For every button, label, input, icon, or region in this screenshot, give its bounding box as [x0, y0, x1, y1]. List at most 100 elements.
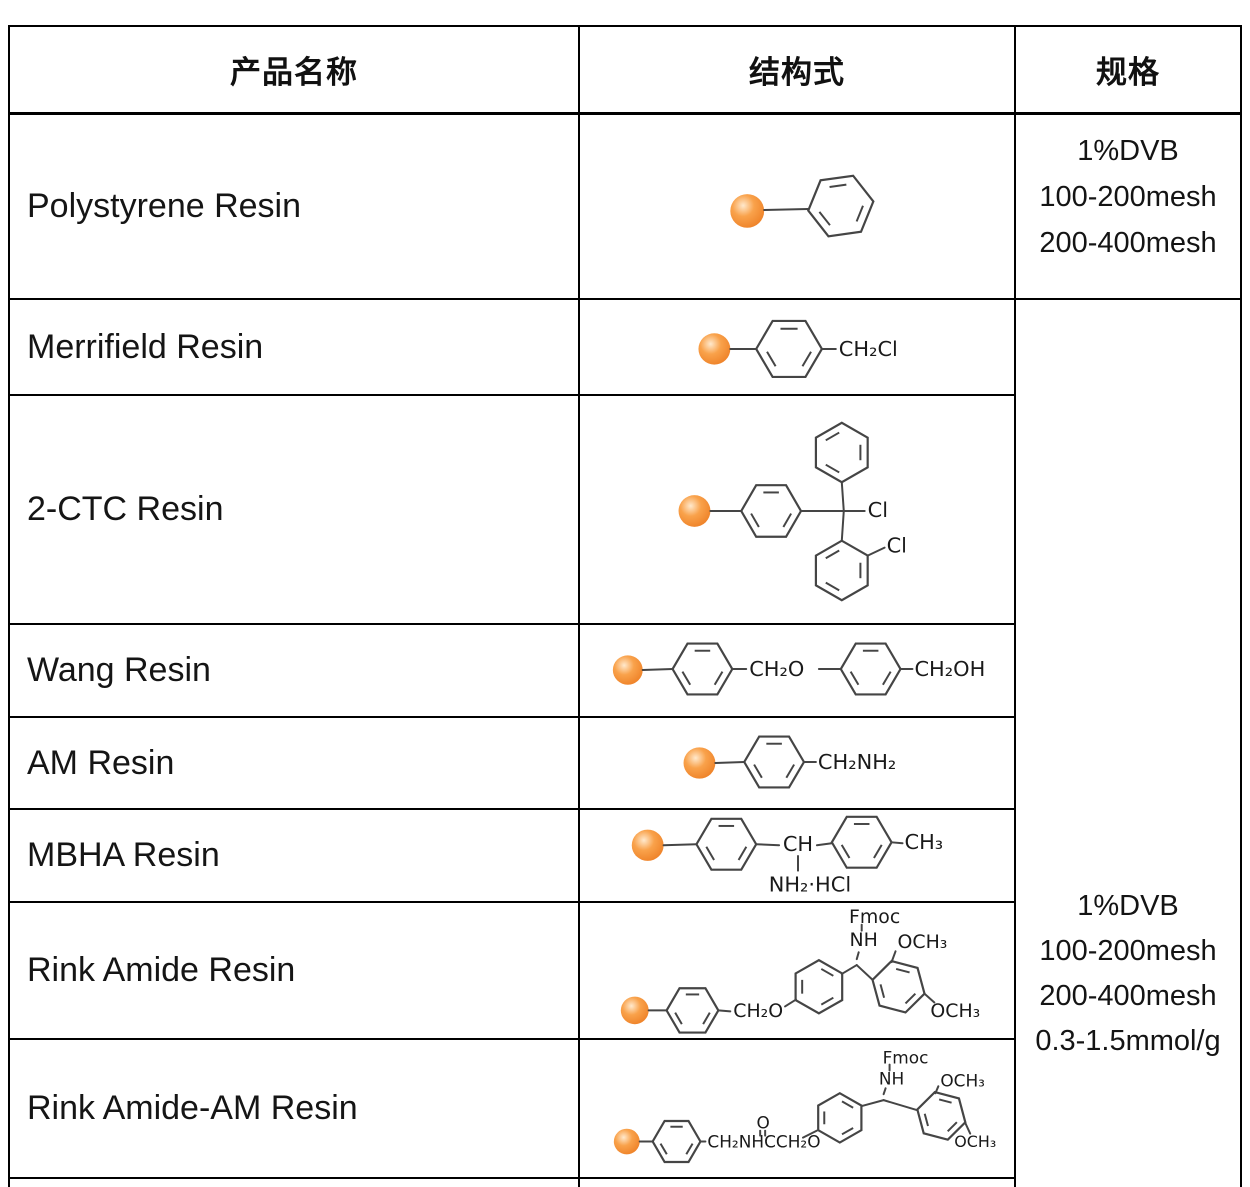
double-bond-line — [702, 1012, 711, 1025]
benzene-ring — [830, 815, 893, 869]
double-bond-line — [947, 1121, 958, 1132]
formula-label: CH₂O — [733, 1001, 783, 1022]
bond-line — [934, 1085, 940, 1095]
double-bond-line — [705, 846, 715, 861]
row-rinkamide-name: Rink Amide Resin — [10, 903, 580, 1040]
bond-line — [882, 1099, 918, 1111]
spec-line: 100-200mesh — [1039, 935, 1217, 967]
formula-label: CH₂NHCCH₂O — [707, 1132, 820, 1152]
double-bond-line — [849, 671, 860, 686]
row-merrifield-name: Merrifield Resin — [10, 300, 580, 396]
spec-line: 100-200mesh — [1039, 181, 1217, 213]
benzene-ring — [671, 642, 734, 696]
double-bond-line — [882, 671, 892, 686]
benzene-ring — [739, 484, 803, 538]
formula-label: CH — [783, 832, 813, 856]
bond-line — [840, 964, 858, 975]
bond-line — [840, 509, 845, 542]
double-bond-line — [681, 671, 692, 686]
formula-label: CH₂Cl — [839, 337, 898, 361]
product-name-label: Merrifield Resin — [27, 327, 264, 366]
double-bond-line — [825, 463, 840, 474]
double-bond-line — [820, 968, 834, 977]
double-bond-line — [685, 1143, 694, 1155]
benzene-ring — [665, 987, 720, 1034]
formula-label: O — [756, 1113, 769, 1133]
bond-line — [755, 843, 781, 847]
resin-bead-icon — [620, 996, 649, 1025]
formula-label: CH₃ — [905, 830, 944, 854]
merged-spec-block: 1%DVB 100-200mesh 200-400mesh 0.3-1.5mmo… — [1016, 884, 1240, 1064]
resin-bead-icon — [683, 747, 716, 779]
bond-line — [882, 1087, 887, 1096]
partial-row-structure-cell — [580, 1179, 1016, 1187]
bond-line — [662, 843, 698, 847]
benzene-ring — [814, 539, 869, 602]
spec-line: 200-400mesh — [1039, 227, 1217, 259]
row-am-structure: CH₂NH₂ — [580, 718, 1016, 810]
row-rinkamideam-name: Rink Amide-AM Resin — [10, 1040, 580, 1179]
double-bond-line — [825, 549, 840, 560]
double-bond-line — [825, 431, 840, 442]
benzene-ring — [754, 319, 824, 379]
bond-line — [801, 1129, 818, 1139]
bond-line — [866, 546, 886, 557]
double-bond-line — [820, 996, 834, 1006]
structure-polystyrene — [730, 174, 875, 238]
header-spec-label: 规格 — [1096, 55, 1160, 90]
row-am-name: AM Resin — [10, 718, 580, 810]
row-merrifield-structure: CH₂Cl — [580, 300, 1016, 396]
benzene-ring — [871, 959, 926, 1014]
double-bond-line — [825, 581, 840, 592]
resin-bead-icon — [631, 829, 664, 861]
row-mbha-name: MBHA Resin — [10, 810, 580, 903]
benzene-ring — [742, 735, 806, 789]
double-bond-line — [737, 846, 748, 861]
header-product-label: 产品名称 — [230, 55, 358, 90]
bond-line — [717, 1009, 732, 1013]
formula-label: CH₂OH — [914, 657, 985, 681]
bond-line — [964, 1121, 972, 1135]
double-bond-line — [766, 351, 777, 367]
product-name-label: Wang Resin — [27, 651, 211, 689]
bond-line — [860, 1099, 885, 1108]
resin-table: 产品名称 结构式 规格 Polystyrene Resin 1%DVB 100-… — [8, 25, 1242, 1187]
product-name-label: MBHA Resin — [27, 836, 220, 874]
bond-line — [714, 761, 746, 764]
benzene-ring — [695, 817, 758, 871]
double-bond-line — [801, 351, 812, 367]
product-name-label: Rink Amide Resin — [27, 951, 296, 989]
partial-row-name-cell — [10, 1179, 580, 1187]
formula-label: Fmoc — [883, 1048, 929, 1068]
formula-label: OCH₃ — [940, 1070, 985, 1090]
formula-label: OCH₃ — [954, 1132, 996, 1151]
bond-line — [890, 950, 897, 964]
resin-bead-icon — [612, 655, 643, 685]
header-cell-structure: 结构式 — [580, 27, 1016, 115]
double-bond-line — [753, 764, 763, 779]
bond-line — [763, 207, 809, 211]
resin-bead-icon — [678, 495, 711, 527]
product-name-label: Polystyrene Resin — [27, 187, 302, 225]
bond-line — [815, 842, 833, 847]
resin-bead-icon — [698, 333, 731, 365]
benzene-ring — [806, 174, 875, 238]
double-bond-line — [895, 967, 910, 974]
bond-line — [923, 992, 936, 1004]
row-polystyrene-name: Polystyrene Resin — [10, 115, 580, 300]
double-bond-line — [841, 1127, 854, 1136]
double-bond-line — [818, 211, 831, 226]
header-cell-spec: 规格 — [1016, 27, 1240, 115]
formula-label: Fmoc — [849, 907, 900, 928]
double-bond-line — [923, 1113, 929, 1127]
row-ctc-name: 2-CTC Resin — [10, 396, 580, 625]
formula-label: CH₂O — [749, 657, 804, 681]
benzene-ring — [839, 642, 902, 696]
benzene-ring — [916, 1090, 967, 1141]
double-bond-line — [855, 205, 864, 222]
